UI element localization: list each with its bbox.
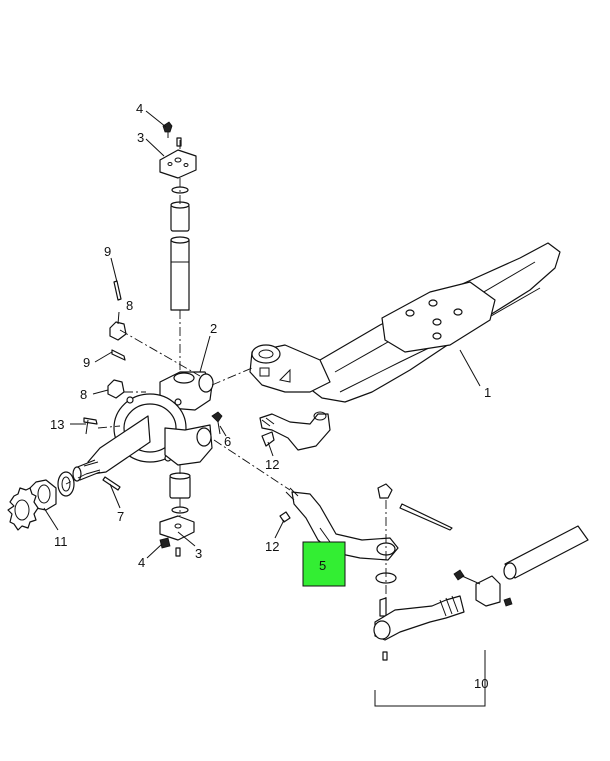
callout-4-bottom[interactable]: 4 bbox=[138, 555, 145, 570]
callout-3-bottom[interactable]: 3 bbox=[195, 546, 202, 561]
callout-5[interactable]: 5 bbox=[319, 558, 326, 573]
callout-8-upper[interactable]: 8 bbox=[126, 298, 133, 313]
leader-lines bbox=[43, 110, 481, 559]
steering-arm-5 bbox=[285, 483, 453, 584]
highlight-box-5[interactable] bbox=[302, 541, 346, 587]
callout-3-top[interactable]: 3 bbox=[137, 130, 144, 145]
callout-6[interactable]: 6 bbox=[224, 434, 231, 449]
callout-2[interactable]: 2 bbox=[210, 321, 217, 336]
small-fasteners bbox=[211, 411, 291, 523]
callout-8-lower[interactable]: 8 bbox=[80, 387, 87, 402]
steering-knuckle bbox=[72, 371, 214, 482]
callout-10[interactable]: 10 bbox=[474, 676, 488, 691]
tie-rod-assembly bbox=[373, 525, 589, 707]
callout-4-top[interactable]: 4 bbox=[136, 101, 143, 116]
callout-7[interactable]: 7 bbox=[117, 509, 124, 524]
callout-12-left[interactable]: 12 bbox=[265, 539, 279, 554]
axle-beam bbox=[249, 242, 561, 403]
spindle-nut-washer bbox=[7, 471, 75, 531]
upper-steering-arm bbox=[259, 411, 331, 451]
upper-cap-assembly bbox=[159, 121, 197, 311]
callout-labels: 4 3 9 8 2 9 1 8 13 6 12 7 11 12 3 4 5 10 bbox=[50, 101, 491, 691]
lower-cap-assembly bbox=[159, 472, 195, 557]
callout-9-lower[interactable]: 9 bbox=[83, 355, 90, 370]
callout-12-right[interactable]: 12 bbox=[265, 457, 279, 472]
callout-13[interactable]: 13 bbox=[50, 417, 64, 432]
callout-9-upper[interactable]: 9 bbox=[104, 244, 111, 259]
assembly-centerlines bbox=[65, 140, 387, 600]
callout-1[interactable]: 1 bbox=[484, 385, 491, 400]
callout-11[interactable]: 11 bbox=[54, 534, 68, 549]
pin-7 bbox=[102, 476, 121, 491]
cotter-pins-nuts bbox=[83, 280, 127, 435]
